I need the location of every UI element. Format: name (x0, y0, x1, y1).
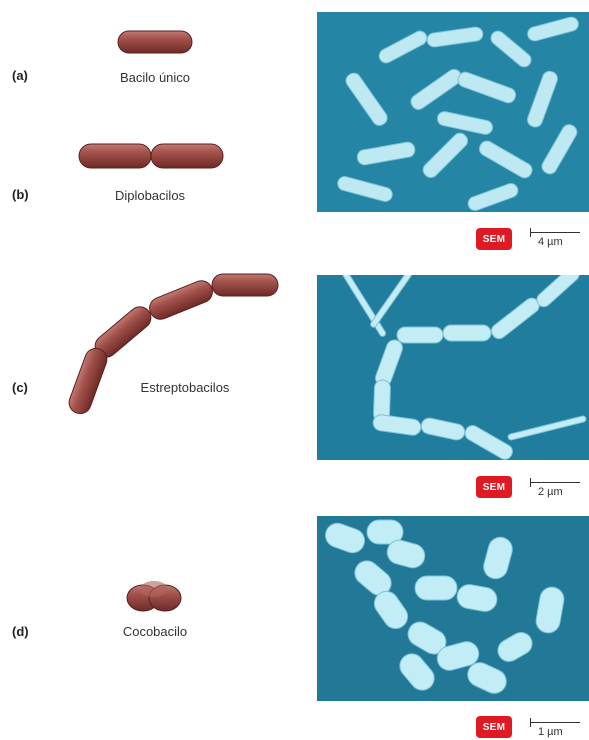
panel-d-letter: (d) (12, 624, 29, 639)
panel-d-name: Cocobacilo (100, 624, 210, 639)
scale-label-d: 1 µm (538, 726, 563, 738)
single-bacillus-shape (118, 31, 192, 53)
sem-badge-d: SEM (476, 716, 512, 738)
scale-bar-d: 1 µm (528, 716, 586, 738)
scale-bar-c: 2 µm (528, 476, 586, 498)
panel-b-letter: (b) (12, 187, 29, 202)
scale-label-c: 2 µm (538, 486, 563, 498)
coccobacillus-shape (127, 581, 181, 611)
scale-bar-a: 4 µm (528, 226, 586, 248)
scale-label-a: 4 µm (538, 236, 563, 248)
panel-a-letter: (a) (12, 68, 28, 83)
panel-c-name: Estreptobacilos (120, 380, 250, 395)
diplobacillus-shape-left (79, 144, 151, 168)
panel-a-name: Bacilo único (100, 70, 210, 85)
sem-badge-a: SEM (476, 228, 512, 250)
diplobacillus-shape-right (151, 144, 223, 168)
micrograph-coccobacillus (317, 516, 589, 701)
sem-badge-c: SEM (476, 476, 512, 498)
panel-b-name: Diplobacilos (95, 188, 205, 203)
streptobacilli-chain-shape (66, 274, 278, 417)
panel-c-letter: (c) (12, 380, 28, 395)
micrograph-streptobacilli (317, 275, 589, 460)
micrograph-single-bacillus (317, 12, 589, 212)
